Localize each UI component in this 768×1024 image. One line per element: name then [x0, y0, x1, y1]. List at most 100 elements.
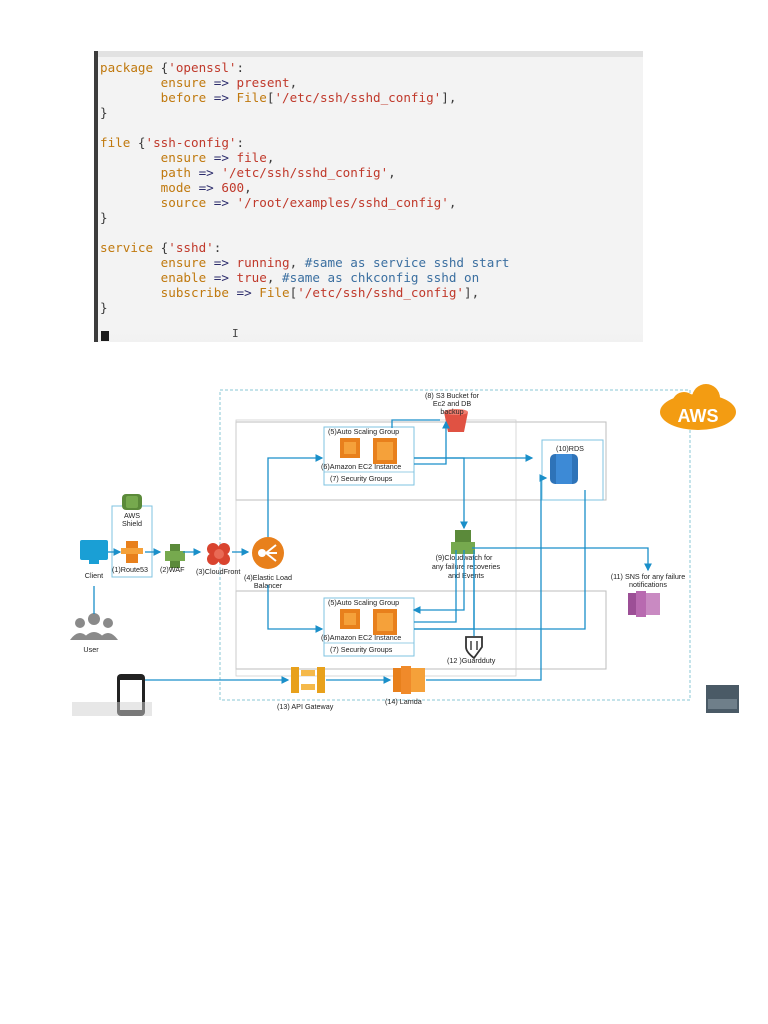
code-token-indent [100, 255, 161, 270]
lambda-label: (14) Lamda [385, 697, 422, 706]
rds-label: (10)RDS [556, 444, 584, 453]
asg-top-label: (5)Auto Scaling Group [328, 427, 399, 436]
code-line: package {'openssl': [100, 60, 244, 75]
code-token-value: true [236, 270, 267, 285]
code-token-indent [100, 285, 161, 300]
aws-architecture-diagram: AWS (8) S3 Bucket for Ec2 and DB backup … [70, 384, 739, 716]
code-token-value: '/root/examples/sshd_config' [236, 195, 449, 210]
user-label: User [83, 645, 99, 654]
cloudwatch-label-3: and Events [448, 571, 484, 580]
code-token-key: ensure [160, 75, 207, 90]
code-token-arrow: => [191, 165, 222, 180]
code-line: subscribe => File['/etc/ssh/sshd_config'… [100, 285, 480, 300]
waf-icon [165, 544, 185, 568]
elastic-load-balancer-icon [252, 537, 284, 569]
editor-left-rule [94, 51, 98, 342]
s3-label-1: (8) S3 Bucket for [425, 391, 480, 400]
code-token-arrow: => [206, 255, 237, 270]
users-icon [70, 613, 118, 640]
code-token-tail: ], [464, 285, 480, 300]
code-line: } [100, 210, 108, 225]
code-line: ensure => running, #same as service sshd… [100, 255, 510, 270]
text-cursor-icon: I [232, 327, 239, 340]
code-line: before => File['/etc/ssh/sshd_config'], [100, 90, 457, 105]
cloudwatch-label-2: any failure recoveries [432, 562, 501, 571]
code-token-tail: , [289, 255, 305, 270]
waf-label: (2)WAF [160, 565, 185, 574]
security-group-top [323, 471, 415, 486]
code-token-value: '/etc/ssh/sshd_config' [297, 285, 465, 300]
code-token-tail: : [213, 240, 222, 255]
code-token-value: present [236, 75, 290, 90]
route53-icon [121, 541, 143, 563]
s3-label-2: Ec2 and DB [433, 399, 472, 408]
code-token-key: source [160, 195, 207, 210]
code-token-key: package [100, 60, 154, 75]
code-token-bracket: [ [266, 90, 275, 105]
editor-top-strip [94, 51, 643, 57]
code-token-key: mode [160, 180, 192, 195]
code-token-name: 'sshd' [168, 240, 214, 255]
code-editor-screenshot [94, 51, 643, 342]
code-token-tail: : [236, 60, 245, 75]
api-gateway-icon [291, 667, 325, 693]
ec2-bottom-label: (6)Amazon EC2 Instance [321, 633, 401, 642]
client-label: Client [85, 571, 103, 580]
terminal-cursor [101, 331, 109, 341]
code-line: } [100, 105, 108, 120]
code-token-key: subscribe [160, 285, 229, 300]
code-token-value: file [236, 150, 267, 165]
sns-icon [628, 591, 660, 617]
code-line: file {'ssh-config': [100, 135, 244, 150]
code-token-text: } [100, 300, 108, 315]
code-token-key: enable [160, 270, 207, 285]
code-line: mode => 600, [100, 180, 252, 195]
code-token-value: '/etc/ssh/sshd_config' [274, 90, 442, 105]
screenshot-logo-icon [706, 685, 739, 713]
aws-badge-label: AWS [677, 406, 718, 426]
code-token-func: File [236, 90, 267, 105]
connection-lines [93, 419, 652, 684]
s3-bucket-icon [444, 409, 468, 432]
code-token-arrow: => [206, 75, 237, 90]
code-token-tail: , [244, 180, 252, 195]
code-token-arrow: => [228, 285, 260, 300]
s3-label-3: backup [440, 407, 463, 416]
code-token-tail: ], [441, 90, 457, 105]
code-token-arrow: => [206, 90, 237, 105]
code-line: source => '/root/examples/sshd_config', [100, 195, 457, 210]
code-token-arrow: => [206, 195, 237, 210]
sg-top-label: (7) Security Groups [330, 474, 393, 483]
code-token-bracket: [ [289, 285, 298, 300]
code-line: enable => true, #same as chkconfig sshd … [100, 270, 480, 285]
code-token-indent [100, 90, 161, 105]
code-token-key: path [160, 165, 192, 180]
code-token-tail: , [289, 75, 298, 90]
asg-bottom-label: (5)Auto Scaling Group [328, 598, 399, 607]
code-token-key: ensure [160, 150, 207, 165]
code-token-rest: { [130, 135, 146, 150]
sg-bottom-label: (7) Security Groups [330, 645, 393, 654]
code-token-arrow: => [191, 180, 222, 195]
aws-cloud-badge: AWS [660, 384, 736, 430]
ec2-top-label: (6)Amazon EC2 Instance [321, 462, 401, 471]
code-line: ensure => file, [100, 150, 275, 165]
code-token-indent [100, 180, 161, 195]
cloudfront-label: (3)CloudFront [196, 567, 240, 576]
lambda-icon [393, 666, 425, 694]
client-monitor-icon [80, 540, 108, 564]
code-token-indent [100, 75, 161, 90]
code-line: ensure => present, [100, 75, 298, 90]
rds-box [541, 439, 604, 501]
ec2-instance-icon [340, 609, 360, 629]
code-token-func: File [259, 285, 290, 300]
shield-label-1: AWS [124, 511, 140, 520]
code-token-tail: , [448, 195, 457, 210]
cloudwatch-icon [451, 530, 475, 554]
code-token-rest: { [153, 60, 169, 75]
sns-label-2: notifications [629, 580, 667, 589]
code-token-name: 'ssh-config' [145, 135, 237, 150]
code-token-name: 'openssl' [168, 60, 237, 75]
ec2-instance-icon [373, 609, 397, 635]
rds-database-icon [550, 454, 578, 484]
